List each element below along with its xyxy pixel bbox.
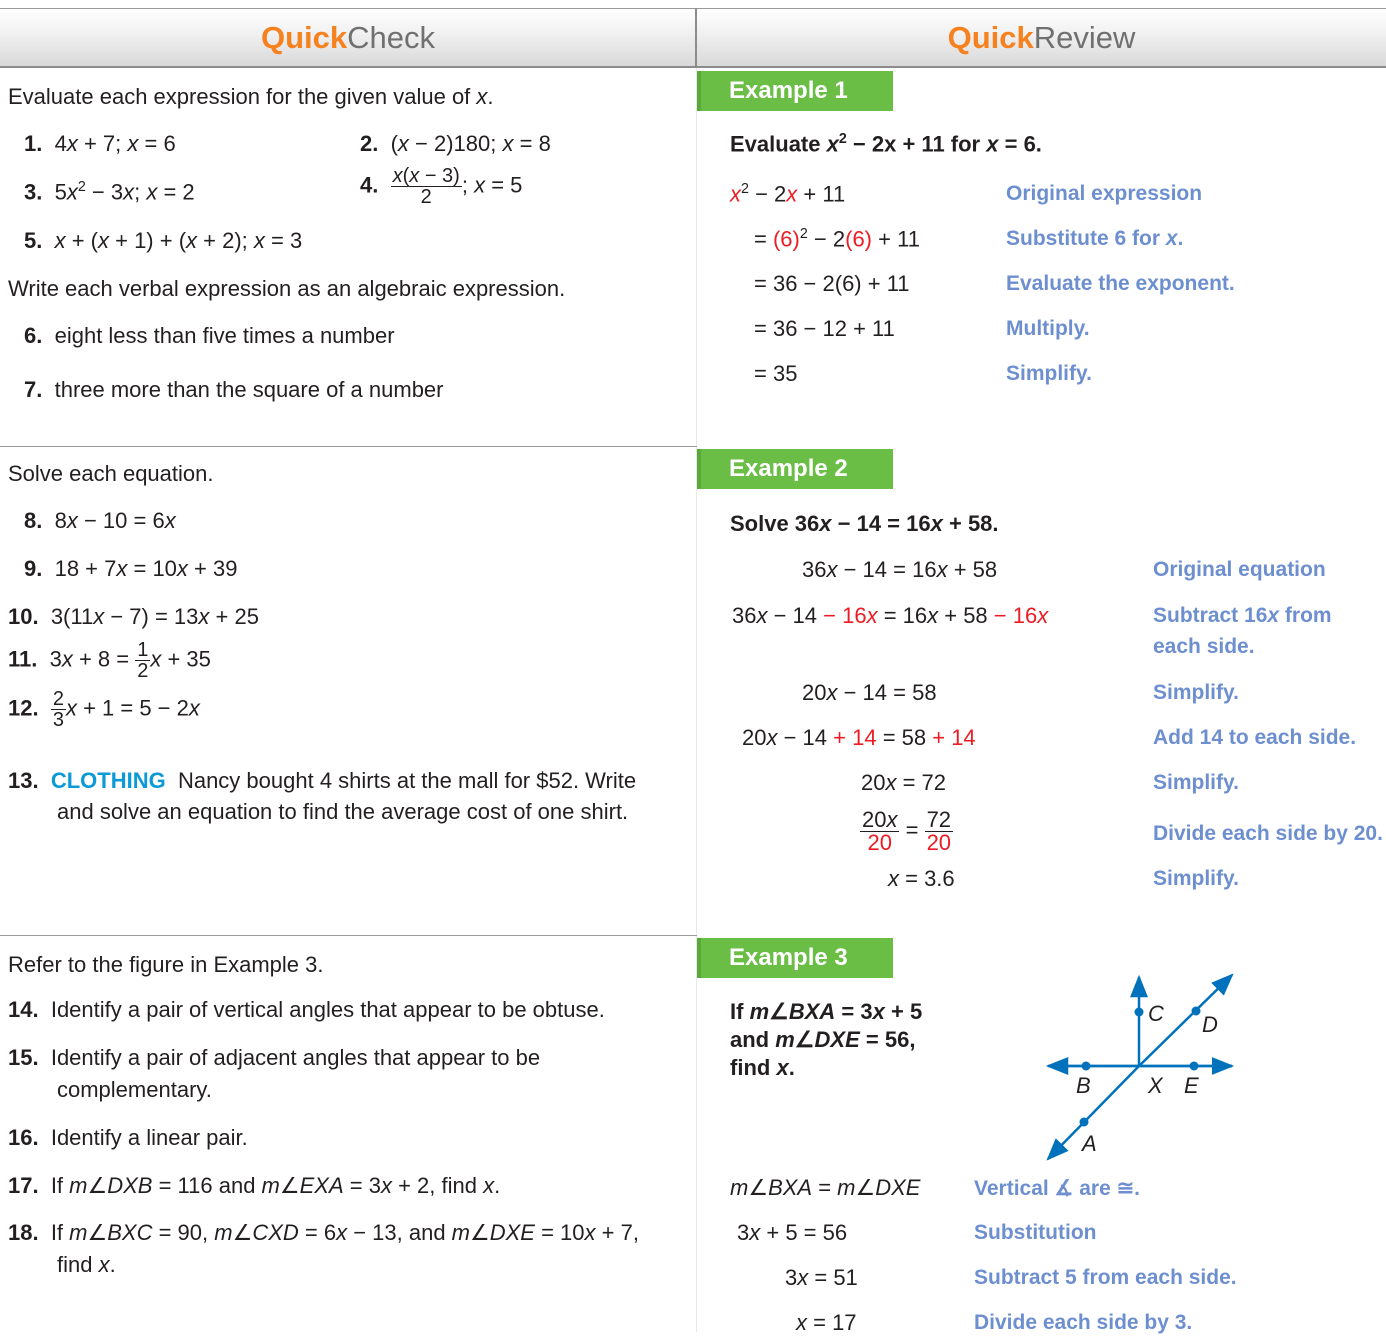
ex2-step3: Simplify. xyxy=(1153,681,1239,704)
exercise-4: 4. x(x − 3)2; x = 5 xyxy=(360,165,523,208)
exercise-2: 2. (x − 2)180; x = 8 xyxy=(360,131,551,156)
point-b xyxy=(1081,1061,1091,1071)
ex1-line1: x2 − 2x + 11 xyxy=(730,181,846,207)
exercise-15-line2: complementary. xyxy=(57,1077,212,1102)
ex1-step3: Evaluate the exponent. xyxy=(1006,272,1235,295)
ex2-line1: 36x − 14 = 16x + 58 xyxy=(802,557,998,582)
exercise-6: 6. eight less than five times a number xyxy=(24,323,395,348)
label-a: A xyxy=(1080,1131,1097,1156)
ex3-step2: Substitution xyxy=(974,1221,1097,1244)
exercise-13-line2: and solve an equation to find the averag… xyxy=(57,799,629,824)
ex3-line1: m∠BXA = m∠DXE xyxy=(730,1175,921,1200)
ex2-step1: Original equation xyxy=(1153,558,1326,581)
label-e: E xyxy=(1184,1073,1199,1098)
ex2-step7: Simplify. xyxy=(1153,867,1239,890)
example-2-prompt: Solve 36x − 14 = 16x + 58. xyxy=(730,511,999,536)
section3-intro: Refer to the figure in Example 3. xyxy=(8,952,324,977)
section1-intro2: Write each verbal expression as an algeb… xyxy=(8,276,566,301)
exercise-7: 7. three more than the square of a numbe… xyxy=(24,377,444,402)
ex2-line2: 36x − 14 − 16x = 16x + 58 − 16x xyxy=(732,603,1049,628)
exercise-8: 8. 8x − 10 = 6x xyxy=(24,508,176,533)
exercise-9: 9. 18 + 7x = 10x + 39 xyxy=(24,556,238,581)
quickreview-header: QuickReview xyxy=(697,8,1386,68)
exercise-1: 1. 4x + 7; x = 6 xyxy=(24,131,176,156)
label-x: X xyxy=(1147,1073,1164,1098)
ex1-line4: = 36 − 12 + 11 xyxy=(754,316,895,341)
ex2-step2: Subtract 16x from xyxy=(1153,604,1332,627)
example-1-label: Example 1 xyxy=(697,71,893,111)
angle-figure: C D B X E A xyxy=(1045,973,1235,1161)
column-divider xyxy=(696,68,697,1332)
ex1-step4: Multiply. xyxy=(1006,317,1090,340)
exercise-18: 18. If m∠BXC = 90, m∠CXD = 6x − 13, and … xyxy=(8,1220,639,1245)
header-quick: Quick xyxy=(260,20,348,55)
ex2-step4: Add 14 to each side. xyxy=(1153,726,1357,749)
exercise-10: 10. 3(11x − 7) = 13x + 25 xyxy=(8,604,259,629)
point-d xyxy=(1191,1006,1201,1016)
ex2-step5: Simplify. xyxy=(1153,771,1239,794)
example-2-label: Example 2 xyxy=(697,449,893,489)
ex3-step1: Vertical ∡ are ≅. xyxy=(974,1177,1141,1200)
section2-intro: Solve each equation. xyxy=(8,461,214,486)
ex3-line3: 3x = 51 xyxy=(785,1265,858,1290)
ray-xa xyxy=(1046,1065,1140,1161)
label-d: D xyxy=(1202,1012,1218,1037)
exercise-17: 17. If m∠DXB = 116 and m∠EXA = 3x + 2, f… xyxy=(8,1173,501,1198)
exercise-5: 5. x + (x + 1) + (x + 2); x = 3 xyxy=(24,228,303,253)
exercise-3: 3. 5x2 − 3x; x = 2 xyxy=(24,179,195,205)
header-quick-2: Quick xyxy=(947,20,1034,55)
point-e xyxy=(1189,1061,1199,1071)
ex3-line4: x = 17 xyxy=(796,1310,857,1335)
section-divider-2 xyxy=(0,935,697,936)
exercise-14: 14. Identify a pair of vertical angles t… xyxy=(8,997,605,1022)
ex2-step2b: each side. xyxy=(1153,635,1255,658)
label-c: C xyxy=(1148,1001,1164,1026)
ex1-line5: = 35 xyxy=(754,361,798,386)
point-c xyxy=(1134,1007,1144,1017)
example-1-prompt: Evaluate x2 − 2x + 11 for x = 6. xyxy=(730,131,1042,157)
example-3-label: Example 3 xyxy=(697,938,893,978)
section1-intro: Evaluate each expression for the given v… xyxy=(8,84,494,109)
label-b: B xyxy=(1076,1073,1091,1098)
exercise-15: 15. Identify a pair of adjacent angles t… xyxy=(8,1045,541,1070)
ex2-line4: 20x − 14 + 14 = 58 + 14 xyxy=(742,725,976,750)
ex3-line2: 3x + 5 = 56 xyxy=(737,1220,848,1245)
ex1-line2: = (6)2 − 2(6) + 11 xyxy=(754,226,920,252)
point-a xyxy=(1079,1117,1089,1127)
header-review: Review xyxy=(1033,20,1136,55)
header-divider xyxy=(695,8,697,68)
ex2-line5: 20x = 72 xyxy=(861,770,947,795)
ex1-line3: = 36 − 2(6) + 11 xyxy=(754,271,910,296)
ex1-step2: Substitute 6 for x. xyxy=(1006,227,1184,250)
ex3-step3: Subtract 5 from each side. xyxy=(974,1266,1237,1289)
ray-xd xyxy=(1138,973,1234,1067)
ex2-step6: Divide each side by 20. xyxy=(1153,822,1383,845)
quickcheck-header: QuickCheck xyxy=(0,8,696,68)
ex2-line3: 20x − 14 = 58 xyxy=(802,680,937,705)
section-divider-1 xyxy=(0,446,697,447)
ex2-line7: x = 3.6 xyxy=(888,866,955,891)
exercise-16: 16. Identify a linear pair. xyxy=(8,1125,248,1150)
ex1-step5: Simplify. xyxy=(1006,362,1092,385)
exercise-13: 13. CLOTHING Nancy bought 4 shirts at th… xyxy=(8,768,637,793)
exercise-18-line2: find x. xyxy=(57,1252,116,1277)
header-check: Check xyxy=(347,20,436,55)
ex3-step4: Divide each side by 3. xyxy=(974,1311,1193,1334)
ex1-step1: Original expression xyxy=(1006,182,1203,205)
